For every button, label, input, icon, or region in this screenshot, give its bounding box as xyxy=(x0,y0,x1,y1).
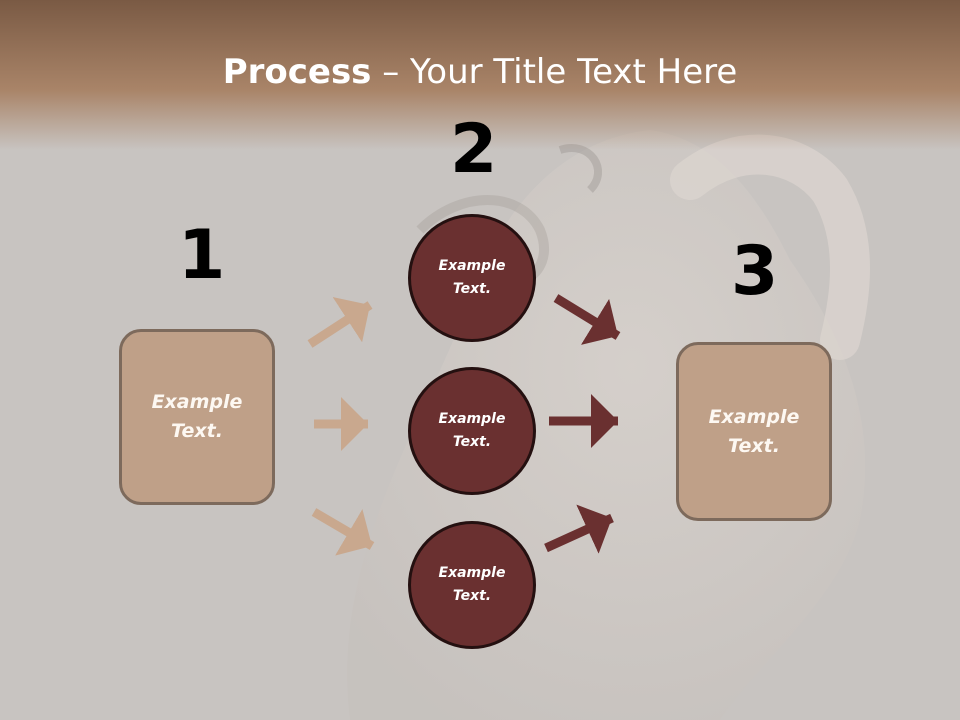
circle-middle: Example Text. xyxy=(408,367,536,495)
step-number-2: 2 xyxy=(450,110,498,189)
slide-title: Process – Your Title Text Here xyxy=(0,52,960,92)
circle-bottom: Example Text. xyxy=(408,521,536,649)
title-bar xyxy=(0,0,960,150)
arrow-left-to-top xyxy=(307,297,373,348)
arrow-bottom-to-right xyxy=(544,504,614,554)
circle-top: Example Text. xyxy=(408,214,536,342)
right-box: Example Text. xyxy=(676,342,832,521)
right-box-text: Example Text. xyxy=(708,405,800,457)
left-box-text: Example Text. xyxy=(151,391,243,442)
circle-middle-text: Example Text. xyxy=(438,411,506,450)
title-bold: Process xyxy=(222,52,372,92)
arrow-top-to-right xyxy=(553,294,621,345)
circle-bottom-text: Example Text. xyxy=(438,565,506,604)
left-box: Example Text. xyxy=(119,329,275,505)
title-rest: – Your Title Text Here xyxy=(371,52,738,92)
step-number-3: 3 xyxy=(731,232,779,311)
circle-top-text: Example Text. xyxy=(438,258,506,297)
step-number-1: 1 xyxy=(178,216,226,295)
arrow-left-to-bottom xyxy=(311,508,375,556)
